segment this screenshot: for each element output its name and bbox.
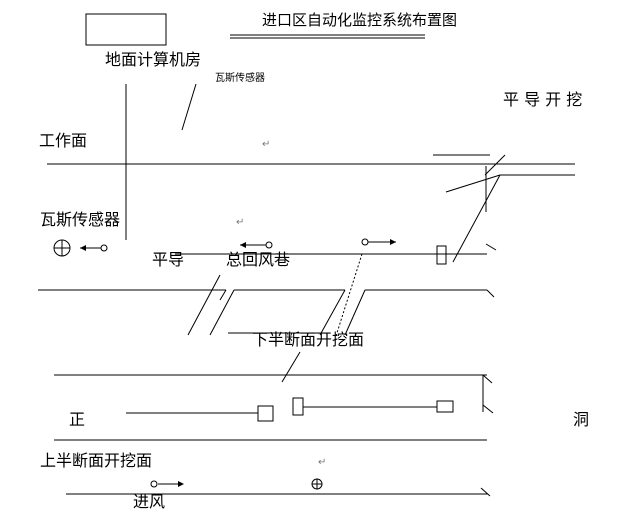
gas-sensor-pointer [181, 83, 197, 131]
return-mark-2: ↵ [236, 217, 245, 228]
sensor-node-left [100, 244, 108, 252]
diagram-title: 进口区自动化监控系统布置图 [262, 11, 458, 29]
junction-diag-a [484, 154, 506, 176]
label-computer-room: 地面计算机房 [105, 50, 202, 69]
return-diag-b [344, 289, 366, 336]
device-box-right [436, 400, 454, 413]
label-zheng: 正 [69, 410, 86, 429]
flat-guide-diag-b [209, 289, 235, 336]
label-gas-sensor: 瓦斯传感器 [40, 210, 121, 229]
sensor-box-right [436, 245, 447, 265]
label-lower-half-excavation: 下半断面开挖面 [252, 330, 365, 349]
return-mark-1: ↵ [262, 139, 271, 150]
label-main-return-air: 总回风巷 [226, 250, 291, 269]
label-flat-guide-excavation: 平 导 开 挖 [503, 90, 583, 109]
label-dong: 洞 [573, 410, 590, 429]
label-gas-sensor-small: 瓦斯传感器 [215, 73, 265, 84]
return-mark-3: ↵ [318, 457, 327, 468]
return-dotted [335, 253, 363, 337]
sensor-node-right [361, 238, 369, 246]
flat-guide-diag-a [187, 274, 221, 336]
label-flat-guide: 平导 [152, 250, 185, 269]
label-air-inlet: 进风 [133, 492, 166, 511]
label-working-face: 工作面 [39, 131, 88, 150]
sensor-node-mid [265, 241, 273, 249]
device-box-left [257, 405, 274, 422]
return-diag-a [319, 289, 346, 336]
lower-half-pointer [281, 351, 301, 383]
junction-diag-b [445, 174, 501, 193]
junction-diag-c [452, 174, 501, 263]
device-box-mid [292, 397, 304, 416]
computer-room-box [85, 13, 167, 46]
label-upper-half-excavation: 上半断面开挖面 [40, 451, 153, 470]
